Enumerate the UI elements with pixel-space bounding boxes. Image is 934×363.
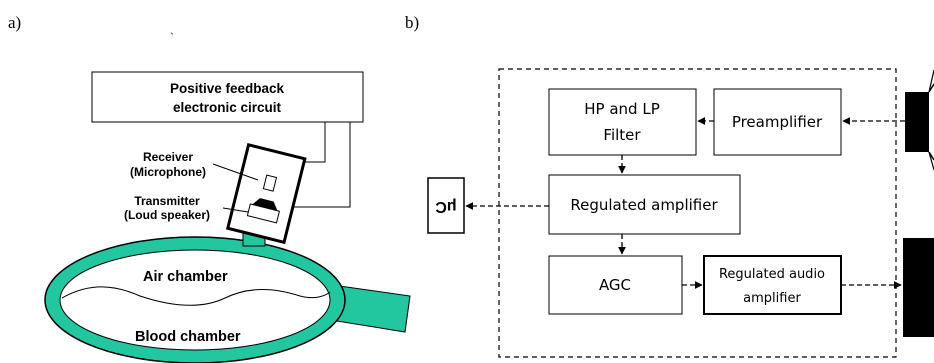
feedback-line2: electronic circuit — [173, 100, 282, 115]
muc-box — [427, 177, 465, 234]
tick-mark: ˏ — [170, 21, 174, 35]
muc-label: μC — [435, 198, 457, 215]
air-chamber-label: Air chamber — [143, 269, 228, 285]
speaker-body — [246, 203, 281, 224]
receiver-pointer — [212, 163, 259, 181]
hp-lp-line2: Filter — [603, 126, 641, 144]
regulated-audio-amplifier-box — [703, 255, 842, 315]
microphone-shape — [262, 174, 278, 192]
bottom-transducer-body — [903, 238, 934, 337]
dashed-enclosure — [498, 68, 897, 358]
feedback-circuit-box — [91, 71, 364, 123]
preamplifier-box — [713, 88, 842, 156]
chamber-inner — [59, 249, 331, 351]
top-transducer-edge2 — [928, 151, 934, 171]
feedback-line1: Positive feedback — [170, 81, 285, 96]
reg-audio-line1: Regulated audio — [719, 267, 825, 282]
hp-lp-filter-box — [548, 88, 697, 156]
receiver-line1: Receiver — [143, 150, 193, 164]
top-transducer-edge — [928, 69, 934, 93]
panel-a-label: a) — [8, 13, 21, 32]
hp-lp-line1: HP and LP — [584, 100, 659, 118]
membrane-line — [61, 286, 331, 306]
blood-chamber-label: Blood chamber — [135, 329, 241, 345]
speaker-cone — [252, 198, 278, 211]
preamplifier-label: Preamplifier — [732, 113, 823, 131]
regulated-amplifier-label: Regulated amplifier — [570, 196, 718, 214]
agc-label: AGC — [599, 276, 631, 294]
regulated-amplifier-box — [548, 174, 741, 235]
reg-audio-line2: amplifier — [743, 291, 801, 306]
wire-transmitter — [275, 122, 351, 208]
sensor-housing — [225, 142, 307, 245]
transmitter-pointer — [222, 207, 249, 213]
receiver-line2: (Microphone) — [130, 165, 206, 179]
panel-b-label: b) — [405, 13, 419, 32]
top-transducer-body — [905, 92, 929, 152]
transmitter-line2: (Loud speaker) — [124, 208, 210, 222]
top-transducer-cone — [928, 83, 934, 161]
transmitter-line1: Transmitter — [134, 194, 200, 208]
